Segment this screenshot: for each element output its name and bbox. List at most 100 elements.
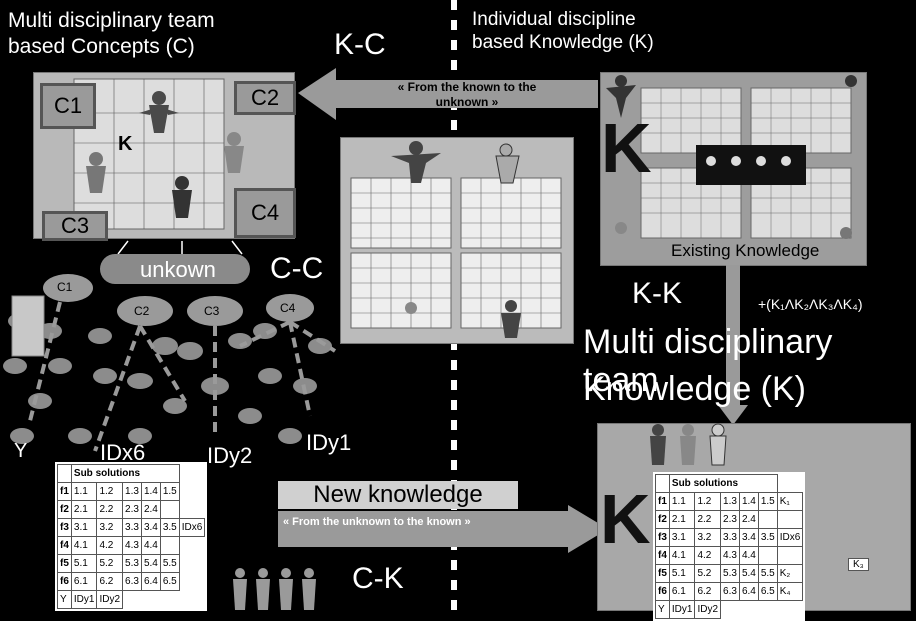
table-header: Sub solutions — [70, 464, 180, 483]
node-c4: C4 — [280, 301, 296, 315]
table-cell: 2.4 — [140, 500, 161, 519]
label-kk: K-K — [632, 277, 683, 310]
arrow-unknown-to-known: « From the unknown to the known » — [283, 516, 471, 528]
table-header: Sub solutions — [668, 474, 778, 493]
table-cell: 6.3 — [122, 572, 142, 591]
arrow-left-kc — [298, 68, 598, 120]
table-cell: 6.1 — [70, 572, 98, 591]
table-cell: 6.4 — [140, 572, 161, 591]
leaf-idy1: IDy1 — [306, 430, 352, 455]
knowledge-grid — [606, 75, 857, 239]
table-cell: 2.3 — [720, 510, 740, 529]
heading-concepts: Multi disciplinary team based Concepts (… — [8, 9, 215, 58]
table-cell: 2.3 — [122, 500, 142, 519]
table-cell: 6.1 — [668, 582, 696, 601]
row-function-label: f3 — [57, 518, 72, 537]
concept-c4: C4 — [234, 188, 296, 238]
table-cell: 4.2 — [694, 546, 722, 565]
table-cell: 3.2 — [694, 528, 722, 547]
concept-c3: C3 — [42, 211, 108, 241]
table-cell: 1.5 — [159, 482, 180, 501]
table-cell: 5.3 — [122, 554, 142, 573]
bottom-id-label: Y — [57, 590, 72, 609]
table-cell: 6.5 — [159, 572, 180, 591]
table-cell: 1.3 — [720, 492, 740, 511]
concept-tree — [3, 240, 337, 452]
existing-knowledge-label: Existing Knowledge — [671, 241, 820, 260]
concept-k: K — [118, 133, 133, 155]
multi-team-label: Multi disciplinary team — [583, 323, 833, 399]
table-corner — [57, 464, 72, 483]
heading-knowledge: Individual discipline based Knowledge (K… — [472, 9, 654, 53]
final-big-k: K — [600, 480, 651, 558]
row-function-label: f6 — [655, 582, 670, 601]
table-cell: 3.1 — [668, 528, 696, 547]
concept-c2: C2 — [234, 81, 296, 115]
table-cell: 4.3 — [122, 536, 142, 555]
table-cell: 1.4 — [738, 492, 759, 511]
table-cell: 6.4 — [738, 582, 759, 601]
new-knowledge-box: New knowledge — [278, 481, 518, 509]
row-function-label: f5 — [655, 564, 670, 583]
bottom-id-label: IDy2 — [694, 600, 722, 619]
row-function-label: f5 — [57, 554, 72, 573]
table-cell: 2.2 — [96, 500, 124, 519]
table-cell: 5.3 — [720, 564, 740, 583]
row-k-label: IDx6 — [776, 528, 804, 547]
table-cell: 1.1 — [70, 482, 98, 501]
table-cell — [159, 536, 180, 555]
table-cell: 2.1 — [70, 500, 98, 519]
table-cell: 3.3 — [720, 528, 740, 547]
table-cell: 1.2 — [96, 482, 124, 501]
right-k3-cell: K₃ — [848, 558, 869, 571]
table-cell: 5.4 — [140, 554, 161, 573]
table-cell: 3.4 — [140, 518, 161, 537]
tree-unkown: unkown — [140, 257, 216, 282]
table-cell: 3.2 — [96, 518, 124, 537]
row-function-label: f4 — [655, 546, 670, 565]
leaf-y: Y — [14, 440, 28, 462]
table-cell: 5.1 — [70, 554, 98, 573]
side-id-label: IDx6 — [178, 518, 206, 537]
table-cell: 4.4 — [140, 536, 161, 555]
row-function-label: f6 — [57, 572, 72, 591]
table-cell: 4.2 — [96, 536, 124, 555]
label-kc: K-C — [334, 28, 386, 61]
table-cell: 3.5 — [757, 528, 778, 547]
concept-c1: C1 — [40, 83, 96, 129]
multi-knowledge-label: Knowledge (K) — [583, 370, 807, 408]
table-cell: 1.5 — [757, 492, 778, 511]
table-cell: 5.5 — [757, 564, 778, 583]
row-function-label: f3 — [655, 528, 670, 547]
row-k-label — [776, 546, 804, 565]
table-cell: 4.1 — [70, 536, 98, 555]
node-c1: C1 — [57, 280, 73, 294]
leaf-idy2: IDy2 — [207, 443, 253, 468]
knowledge-panel: K Existing Knowledge — [600, 72, 867, 266]
arrow-down-kk — [718, 265, 748, 425]
row-function-label: f4 — [57, 536, 72, 555]
center-grid-panel — [340, 137, 574, 344]
table-cell: 4.4 — [738, 546, 759, 565]
row-function-label: f1 — [57, 482, 72, 501]
bottom-id-label: IDy1 — [668, 600, 696, 619]
table-cell: 3.4 — [738, 528, 759, 547]
bottom-id-label: IDy1 — [70, 590, 98, 609]
person-figures — [86, 91, 244, 218]
table-corner — [655, 474, 670, 493]
table-cell: 3.5 — [159, 518, 180, 537]
table-cell: 1.3 — [122, 482, 142, 501]
